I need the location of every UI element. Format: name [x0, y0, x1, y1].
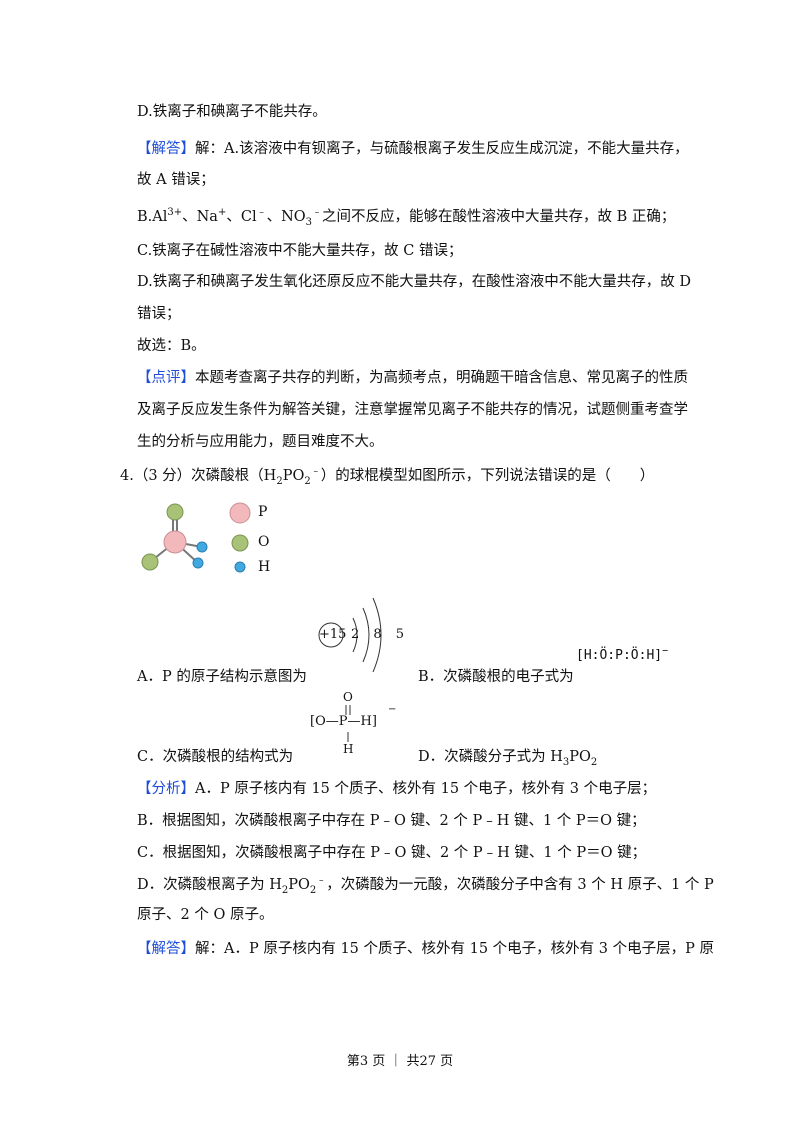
- option-d-sub3: 3: [562, 756, 570, 768]
- ion-al-charge: 3+: [167, 207, 183, 219]
- h-ball-1: [196, 541, 208, 553]
- question-sub-b: 2: [304, 475, 311, 487]
- text-line: 错误；: [137, 306, 181, 322]
- analysis-a: A．P 原子核内有 15 个质子、核外有 15 个电子，核外有 3 个电子层；: [195, 781, 657, 797]
- answer-tag: 【解答】: [137, 141, 195, 157]
- ion-al: B.Al: [137, 209, 168, 225]
- option-d-prefix: D．次磷酸分子式为 H: [418, 749, 563, 765]
- question-suffix: ）的球棍模型如图所示，下列说法错误的是（ ）: [320, 468, 655, 484]
- legend-h: H: [258, 559, 271, 575]
- option-a: A．P 的原子结构示意图为: [137, 669, 307, 685]
- page-footer: 第3 页 ｜ 共27 页: [346, 1054, 454, 1069]
- struct-row: [O—P—H]: [310, 714, 377, 729]
- comment-tag: 【点评】: [137, 370, 195, 386]
- question-prefix: 4.（3 分）次磷酸根（H: [120, 468, 277, 484]
- option-c: C．次磷酸根的结构式为: [137, 749, 294, 765]
- o-ball-top: [166, 503, 184, 521]
- nucleus-circle: [318, 622, 344, 648]
- text-line: D.铁离子和碘离子不能共存。: [137, 104, 327, 120]
- text-line: 故选：B。: [137, 338, 206, 354]
- ion-na-charge: +: [217, 207, 227, 219]
- legend-p: P: [258, 504, 268, 520]
- analysis-d-po: PO: [288, 877, 310, 893]
- analysis-d-b: ，次磷酸为一元酸，次磷酸分子中含有 3 个 H 原子、1 个 P: [326, 877, 714, 893]
- ion-line: B.Al3+、Na+、Cl﹣、NO3﹣之间不反应，能够在酸性溶液中大量共存，故 …: [137, 207, 676, 228]
- comment-text: 本题考查离子共存的判断，为高频考点，明确题干暗含信息、常见离子的性质: [195, 370, 688, 386]
- analysis-e: 原子、2 个 O 原子。: [137, 907, 274, 923]
- analysis-line: 【分析】A．P 原子核内有 15 个质子、核外有 15 个电子，核外有 3 个电…: [137, 779, 656, 799]
- analysis-d: D．次磷酸根离子为 H2PO2﹣，次磷酸为一元酸，次磷酸分子中含有 3 个 H …: [137, 875, 714, 896]
- comment-line: 【点评】本题考查离子共存的判断，为高频考点，明确题干暗含信息、常见离子的性质: [137, 368, 688, 388]
- ion-no3-sub: 3: [305, 216, 313, 228]
- analysis-d-sub-b: 2: [309, 884, 317, 896]
- ion-cl-charge: ﹣: [256, 207, 267, 219]
- shell-3: [372, 597, 382, 673]
- text-line: C.铁离子在碱性溶液中不能大量共存，故 C 错误；: [137, 243, 463, 259]
- ion-cl: 、Cl: [226, 209, 257, 225]
- shell-2: [362, 607, 370, 663]
- answer-text: 解：A.该溶液中有钡离子，与硫酸根离子发生反应生成沉淀，不能大量共存，: [195, 141, 689, 157]
- legend-h-ball: [234, 561, 246, 573]
- analysis-d-a: D．次磷酸根离子为 H: [137, 877, 282, 893]
- option-d-sub2: 2: [590, 756, 598, 768]
- analysis-d-charge: ﹣: [316, 875, 327, 887]
- ball-stick-model: [141, 502, 251, 573]
- question-4: 4.（3 分）次磷酸根（H2PO2﹣）的球棍模型如图所示，下列说法错误的是（ ）: [120, 466, 655, 487]
- legend-o: O: [258, 534, 270, 550]
- shell-electrons: 2 8 5: [351, 627, 410, 642]
- struct-bonds: [345, 705, 351, 742]
- question-sub: 2: [276, 475, 283, 487]
- answer-text-2: 解：A．P 原子核内有 15 个质子、核外有 15 个电子，核外有 3 个电子层…: [195, 941, 714, 957]
- option-b: B．次磷酸根的电子式为: [418, 669, 574, 685]
- legend-o-ball: [231, 534, 249, 552]
- electron-formula-text: [H:Ö:P:Ö:H]: [576, 648, 663, 663]
- analysis-tag: 【分析】: [137, 781, 195, 797]
- answer-tag-2: 【解答】: [137, 941, 195, 957]
- legend-p-ball: [229, 502, 251, 524]
- analysis-d-sub: 2: [281, 884, 289, 896]
- answer-line-2: 【解答】解：A．P 原子核内有 15 个质子、核外有 15 个电子，核外有 3 …: [137, 939, 714, 959]
- electron-formula: [H:Ö:P:Ö:H]−: [576, 645, 676, 678]
- text-line: 生的分析与应用能力，题目难度不大。: [137, 434, 384, 450]
- struct-h-bottom: H: [343, 742, 354, 756]
- o-ball-left: [141, 553, 159, 571]
- electron-formula-charge: −: [662, 645, 669, 657]
- analysis-b: B．根据图知，次磷酸根离子中存在 P﹣O 键、2 个 P﹣H 键、1 个 P＝O…: [137, 813, 646, 829]
- analysis-c: C．根据图知，次磷酸根离子中存在 P﹣O 键、2 个 P﹣H 键、1 个 P＝O…: [137, 845, 647, 861]
- text-line: D.铁离子和碘离子发生氧化还原反应不能大量共存，在酸性溶液中不能大量共存，故 D: [137, 274, 691, 290]
- nucleus-label: +15: [319, 627, 347, 642]
- question-charge: ﹣: [310, 466, 321, 478]
- ion-no3-charge: ﹣: [312, 207, 323, 219]
- option-d-po: PO: [569, 749, 591, 765]
- structural-formula: O [O—P—H] − H: [310, 690, 400, 760]
- h-ball-2: [192, 557, 204, 569]
- struct-o-top: O: [343, 690, 353, 704]
- atom-shells: [318, 597, 382, 673]
- ion-text: 之间不反应，能够在酸性溶液中大量共存，故 B 正确；: [322, 209, 676, 225]
- answer-line: 【解答】解：A.该溶液中有钡离子，与硫酸根离子发生反应生成沉淀，不能大量共存，: [137, 139, 689, 159]
- text-line: 故 A 错误；: [137, 172, 215, 188]
- shell-1: [352, 617, 358, 653]
- question-po: PO: [282, 468, 305, 484]
- ion-no3: 、NO: [266, 209, 306, 225]
- atom-structure-diagram: +15 2 8 5: [305, 590, 415, 680]
- text-line: 及离子反应发生条件为解答关键，注意掌握常见离子不能共存的情况，试题侧重考查学: [137, 402, 688, 418]
- p-ball: [163, 530, 187, 554]
- option-d: D．次磷酸分子式为 H3PO2: [418, 745, 598, 768]
- ion-na: 、Na: [182, 209, 218, 225]
